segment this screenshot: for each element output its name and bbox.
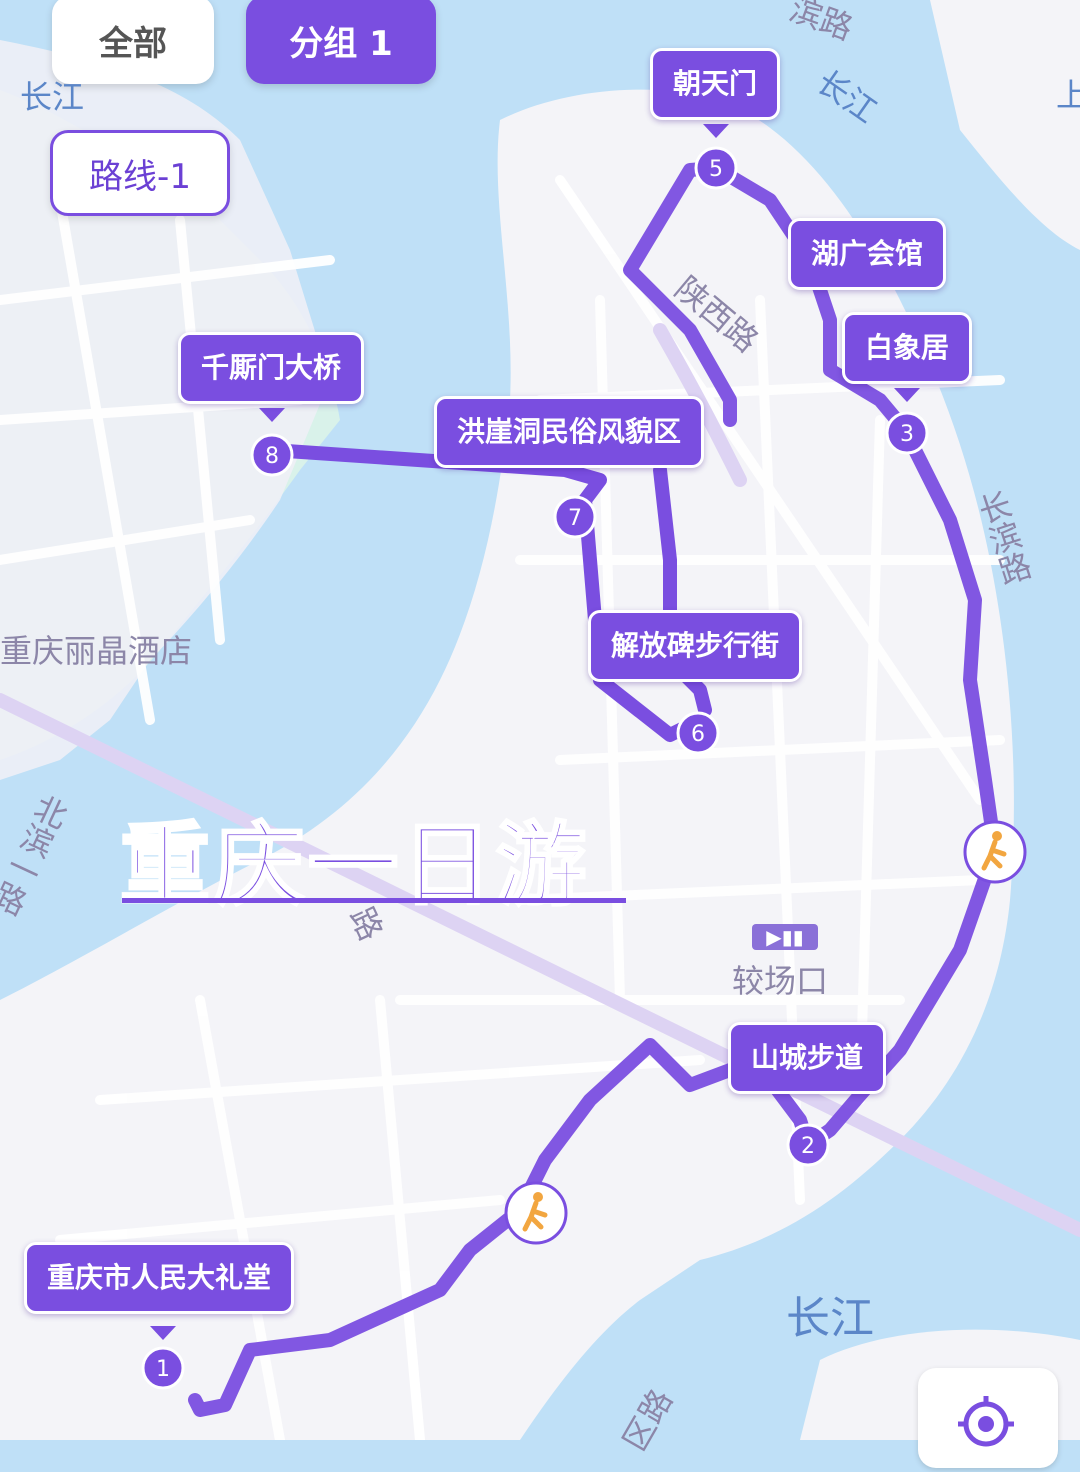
stop-6[interactable]: 6 [676,711,720,755]
stop-7-label: 7 [568,506,582,531]
poi-label-baixiangju[interactable]: 白象居 [842,312,973,384]
river-label: 长江 [786,1293,874,1344]
poi-label-qiansimen-bridge[interactable]: 千厮门大桥 [178,332,365,404]
partial-label: 上 [1056,76,1080,114]
walking-person-icon [963,820,1027,884]
poi-label-huguang-hall[interactable]: 湖广会馆 [788,218,947,290]
poi-label-chaotianmen[interactable]: 朝天门 [650,48,781,120]
label-pointers [150,124,920,1340]
poi-label-jiefangbei[interactable]: 解放碑步行街 [588,610,803,682]
map-canvas[interactable]: 1 2 3 5 6 7 8 ▶▮▮ [0,0,1080,1440]
stop-5-label: 5 [709,157,723,182]
stop-3[interactable]: 3 [885,411,929,455]
peninsula [0,89,1014,1440]
tab-group-1[interactable]: 分组 1 [246,0,436,84]
poi-label-shancheng-trail[interactable]: 山城步道 [728,1022,887,1094]
svg-text:▶▮▮: ▶▮▮ [766,925,803,949]
stop-2-label: 2 [801,1134,815,1159]
tab-all[interactable]: 全部 [52,0,214,84]
stop-1-label: 1 [156,1357,170,1382]
locate-icon [958,1396,1014,1447]
stop-2[interactable]: 2 [786,1123,830,1167]
top-right-land [930,0,1080,250]
stop-1[interactable]: 1 [141,1346,185,1390]
poi-label-people-hall[interactable]: 重庆市人民大礼堂 [24,1242,295,1314]
river-label: 长江 [20,78,85,116]
stop-5[interactable]: 5 [694,146,738,190]
stop-3-label: 3 [900,422,914,447]
stop-markers: 1 2 3 5 6 7 8 [141,146,929,1390]
stop-7[interactable]: 7 [553,495,597,539]
jiaochangkou-label: 较场口 [732,962,829,1000]
route-1-button[interactable]: 路线-1 [50,130,230,216]
walking-person-icon [504,1181,568,1245]
poi-label-hongyadong[interactable]: 洪崖洞民俗风貌区 [434,396,705,468]
hotel-label: 重庆丽晶酒店 [0,632,193,670]
locate-button[interactable] [918,1368,1058,1468]
stop-8[interactable]: 8 [250,433,294,477]
stop-6-label: 6 [691,722,705,747]
stop-8-label: 8 [265,444,279,469]
title-underline [122,898,626,903]
metro-icon: ▶▮▮ [752,924,818,950]
